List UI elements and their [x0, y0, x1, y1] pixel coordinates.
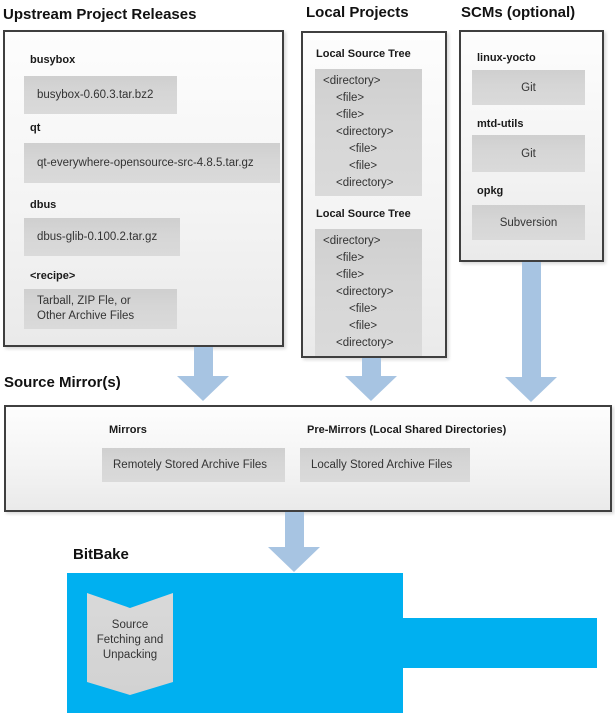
archive-name: busybox-0.60.3.tar.bz2	[37, 89, 154, 101]
tree-line: <directory>	[336, 286, 394, 298]
tree-line: <file>	[349, 303, 378, 315]
upstream-item-label: <recipe>	[30, 270, 76, 282]
scm-item-value: Subversion	[472, 205, 585, 240]
scm-type: Git	[521, 81, 536, 94]
down-arrow-icon	[505, 377, 557, 402]
upstream-item-value: Tarball, ZIP Fle, or Other Archive Files	[24, 289, 177, 329]
tree-line: <file>	[349, 320, 378, 332]
scm-item-label: linux-yocto	[477, 52, 536, 64]
tree-line: <directory>	[336, 177, 394, 189]
source-fetching-label: Source Fetching and Unpacking	[96, 619, 164, 661]
local-source-tree: <directory> <file> <file> <directory> <file>…	[315, 69, 422, 196]
arrow-local-to-mirrors	[345, 358, 397, 401]
arrow-shaft	[361, 358, 381, 376]
scm-type: Subversion	[499, 216, 558, 229]
pre-mirrors-value: Locally Stored Archive Files	[300, 448, 470, 482]
local-projects-title: Local Projects	[306, 4, 409, 21]
arrow-shaft	[193, 347, 213, 376]
source-mirrors-title: Source Mirror(s)	[4, 374, 121, 391]
local-source-tree-label: Local Source Tree	[316, 48, 411, 60]
scms-title: SCMs (optional)	[461, 4, 576, 21]
archive-name: Tarball, ZIP Fle, or Other Archive Files	[37, 295, 135, 322]
tree-line: <file>	[336, 92, 365, 104]
tree-line: <file>	[349, 143, 378, 155]
source-mirrors-box: Mirrors Remotely Stored Archive Files Pr…	[4, 405, 612, 512]
tree-line: <directory>	[323, 235, 381, 247]
scm-item-value: Git	[472, 135, 585, 172]
arrow-scms-to-mirrors	[505, 262, 557, 402]
mirror-desc: Locally Stored Archive Files	[311, 459, 453, 471]
arrow-shaft	[284, 512, 304, 547]
source-fetching-ribbon: Source Fetching and Unpacking	[87, 593, 173, 695]
down-arrow-icon	[345, 376, 397, 401]
tree-line: <file>	[336, 109, 365, 121]
archive-name: qt-everywhere-opensource-src-4.8.5.tar.g…	[37, 157, 254, 169]
down-arrow-icon	[268, 547, 320, 572]
local-source-tree: <directory> <file> <file> <directory> <file>…	[315, 229, 422, 356]
upstream-item-label: busybox	[30, 54, 76, 66]
pre-mirrors-label: Pre-Mirrors (Local Shared Directories)	[307, 424, 507, 436]
upstream-box: busybox busybox-0.60.3.tar.bz2 qt qt-eve…	[3, 30, 284, 347]
bitbake-title: BitBake	[73, 546, 129, 563]
scm-item-value: Git	[472, 70, 585, 105]
local-source-tree-label: Local Source Tree	[316, 208, 411, 220]
arrow-upstream-to-mirrors	[177, 347, 229, 401]
scms-box: linux-yocto Git mtd-utils Git opkg Subve…	[459, 30, 604, 262]
down-arrow-icon	[177, 376, 229, 401]
tree-line: <directory>	[336, 337, 394, 349]
mirrors-value: Remotely Stored Archive Files	[102, 448, 285, 482]
archive-name: dbus-glib-0.100.2.tar.gz	[37, 231, 158, 243]
upstream-title: Upstream Project Releases	[3, 6, 197, 23]
bitbake-output-bar	[403, 618, 597, 668]
scm-item-label: mtd-utils	[477, 118, 524, 130]
arrow-mirrors-to-bitbake	[268, 512, 320, 572]
scm-item-label: opkg	[477, 185, 504, 197]
mirror-desc: Remotely Stored Archive Files	[113, 459, 268, 471]
upstream-item-value: qt-everywhere-opensource-src-4.8.5.tar.g…	[24, 143, 280, 183]
tree-line: <directory>	[323, 75, 381, 87]
upstream-item-label: dbus	[30, 199, 57, 211]
upstream-item-label: qt	[30, 122, 41, 134]
mirrors-label: Mirrors	[109, 424, 147, 436]
tree-line: <file>	[349, 160, 378, 172]
tree-line: <directory>	[336, 126, 394, 138]
local-projects-box: Local Source Tree <directory> <file> <file…	[301, 31, 447, 358]
tree-line: <file>	[336, 252, 365, 264]
tree-line: <file>	[336, 269, 365, 281]
upstream-item-value: busybox-0.60.3.tar.bz2	[24, 76, 177, 114]
scm-type: Git	[521, 147, 536, 160]
arrow-shaft	[521, 262, 541, 377]
upstream-item-value: dbus-glib-0.100.2.tar.gz	[24, 218, 180, 256]
